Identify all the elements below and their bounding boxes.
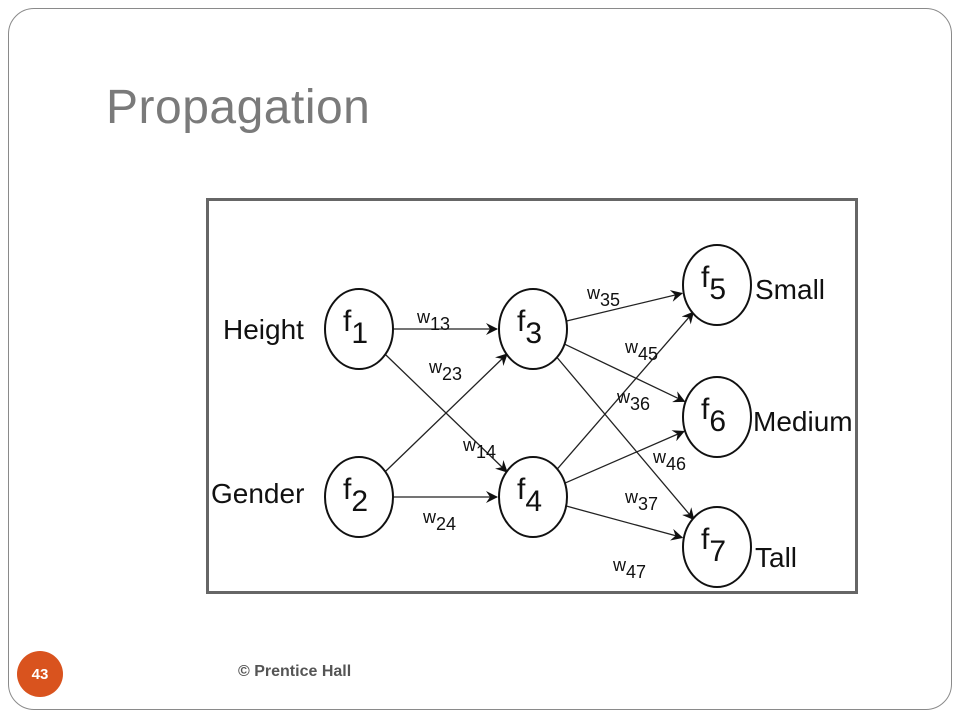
node-f1: f1: [324, 288, 394, 370]
edge-f2-f3: [383, 353, 508, 474]
node-f3: f3: [498, 288, 568, 370]
svg-text:f6: f6: [701, 393, 726, 438]
svg-text:f2: f2: [343, 473, 368, 518]
svg-text:f7: f7: [701, 523, 726, 568]
weight-label-35: w35: [586, 283, 620, 310]
svg-text:f4: f4: [517, 473, 542, 518]
weight-label-47: w47: [612, 555, 646, 582]
edge-f4-f7: [565, 505, 684, 541]
weight-label-24: w24: [422, 507, 456, 534]
input-label-height: Height: [223, 314, 304, 345]
output-label-tall: Tall: [755, 542, 797, 573]
weight-label-13: w13: [416, 307, 450, 334]
node-f2: f2: [324, 456, 394, 538]
edge-f1-f4: [383, 352, 508, 473]
weight-label-36: w36: [616, 387, 650, 414]
weight-label-46: w46: [652, 447, 686, 474]
svg-text:f5: f5: [701, 261, 726, 306]
weight-label-37: w37: [624, 487, 658, 514]
node-f6: f6: [682, 376, 752, 458]
slide-title: Propagation: [106, 81, 371, 134]
node-f4: f4: [498, 456, 568, 538]
svg-text:f3: f3: [517, 305, 542, 350]
node-f5: f5: [682, 244, 752, 326]
edge-f4-f6: [563, 430, 685, 485]
weight-label-14: w14: [462, 435, 496, 462]
edge-f4-f5: [554, 311, 695, 472]
output-label-small: Small: [755, 274, 825, 305]
weight-label-23: w23: [428, 357, 462, 384]
edge-f3-f7: [554, 354, 695, 521]
edge-f3-f5: [565, 290, 683, 322]
input-label-gender: Gender: [211, 478, 304, 509]
page-number-badge: 43: [17, 651, 63, 697]
weight-label-45: w45: [624, 337, 658, 364]
footer-copyright: © Prentice Hall: [238, 663, 352, 680]
svg-text:f1: f1: [343, 305, 368, 350]
output-label-medium: Medium: [753, 406, 853, 437]
node-f7: f7: [682, 506, 752, 588]
edge-f3-f6: [563, 343, 686, 403]
